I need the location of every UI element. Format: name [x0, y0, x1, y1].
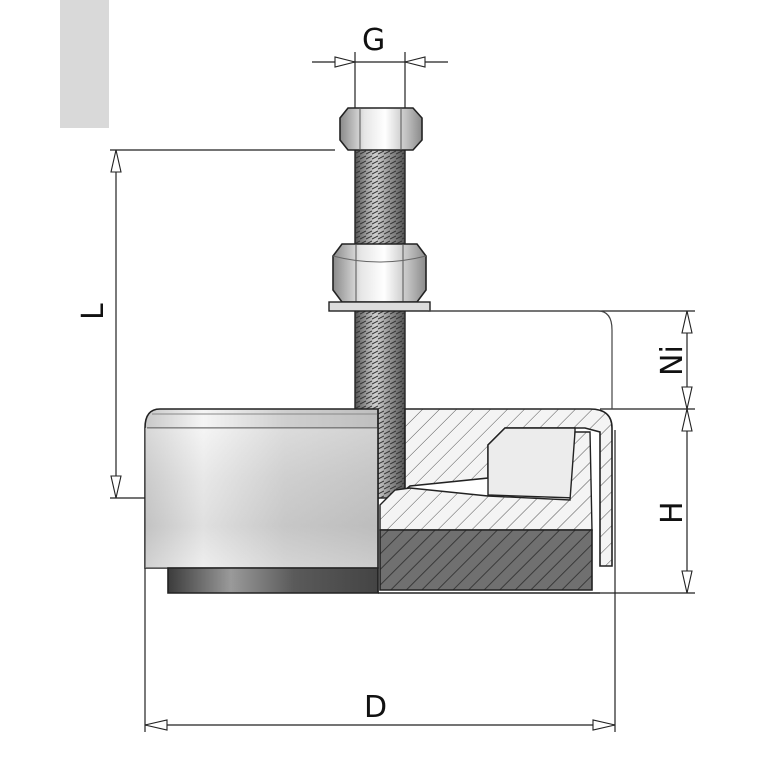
- arrow-ni-bottom: [681, 386, 693, 410]
- label-d: D: [364, 690, 387, 725]
- dimension-ni: Ni: [428, 310, 695, 410]
- top-hex-nut: [339, 107, 423, 151]
- arrow-g-right: [404, 56, 426, 68]
- dimension-d: D: [144, 430, 616, 732]
- housing-profile-line: [428, 310, 613, 409]
- section-housing-cap: [404, 408, 613, 567]
- label-l: L: [76, 303, 111, 320]
- arrow-l-bottom: [110, 475, 122, 499]
- arrow-h-top: [681, 408, 693, 432]
- section-rubber: [379, 529, 593, 591]
- arrow-h-bottom: [681, 570, 693, 594]
- label-h: H: [655, 501, 690, 524]
- label-g: G: [362, 23, 385, 58]
- arrow-d-left: [144, 719, 168, 731]
- arrow-l-top: [110, 149, 122, 173]
- lock-hex-nut: [332, 243, 427, 303]
- placeholder-block: [60, 0, 109, 128]
- base-plate: [167, 567, 379, 594]
- mount-body-exterior: [144, 408, 379, 569]
- dimension-h: H: [600, 408, 695, 594]
- washer: [328, 301, 431, 312]
- arrow-d-right: [592, 719, 616, 731]
- dimension-g: G: [312, 23, 448, 112]
- arrow-ni-top: [681, 310, 693, 334]
- arrow-g-left: [334, 56, 356, 68]
- label-ni: Ni: [655, 345, 690, 376]
